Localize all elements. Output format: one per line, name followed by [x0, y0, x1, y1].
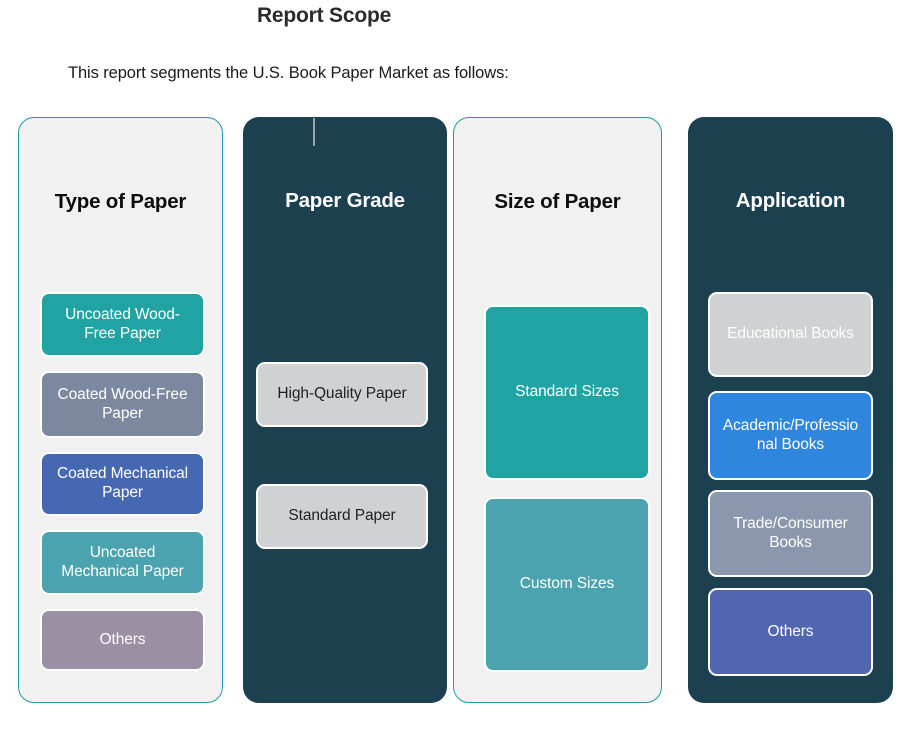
segment-card[interactable]: Standard Sizes	[484, 305, 650, 480]
segment-card[interactable]: Uncoated Wood-Free Paper	[40, 292, 205, 357]
segment-card[interactable]: Others	[708, 588, 873, 676]
segment-card[interactable]: Coated Wood-Free Paper	[40, 371, 205, 438]
panel-title-application: Application	[735, 189, 846, 212]
panel-title-paper-grade: Paper Grade	[285, 189, 405, 212]
segment-card[interactable]: High-Quality Paper	[256, 362, 428, 427]
segment-card[interactable]: Others	[40, 609, 205, 671]
panel-title-size-of-paper: Size of Paper	[494, 190, 621, 213]
segment-card[interactable]: Educational Books	[708, 292, 873, 377]
segment-card[interactable]: Academic/Professional Books	[708, 391, 873, 480]
stray-line-artifact	[313, 118, 315, 146]
segment-card[interactable]: Standard Paper	[256, 484, 428, 549]
segment-card[interactable]: Uncoated Mechanical Paper	[40, 530, 205, 595]
panel-title-type-of-paper: Type of Paper	[54, 190, 187, 213]
segment-card[interactable]: Custom Sizes	[484, 497, 650, 672]
page-title: Report Scope	[256, 4, 392, 27]
segment-card[interactable]: Trade/Consumer Books	[708, 490, 873, 577]
page-subtitle: This report segments the U.S. Book Paper…	[68, 64, 509, 82]
segment-card[interactable]: Coated Mechanical Paper	[40, 452, 205, 516]
